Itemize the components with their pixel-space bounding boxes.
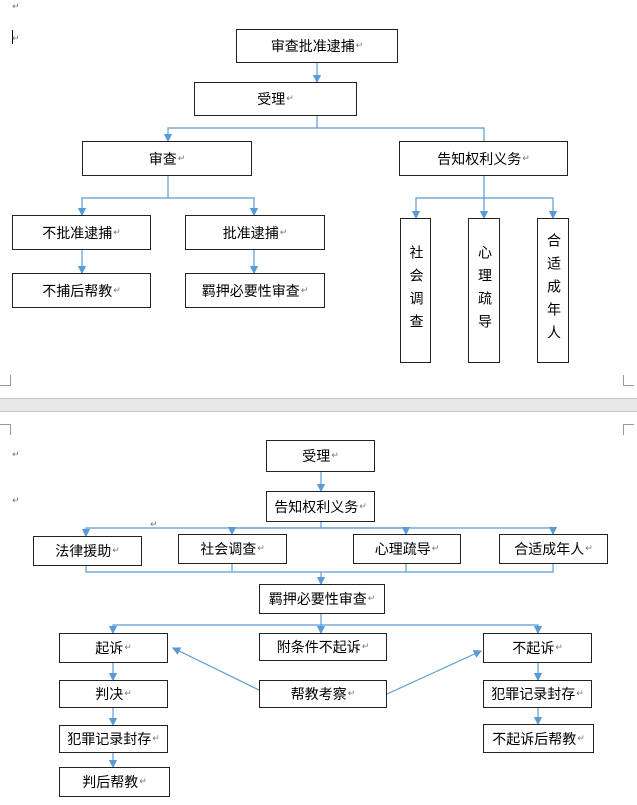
paragraph-mark: ↵ [12, 2, 20, 12]
accept-label-2: 受理 [302, 449, 331, 465]
page-corner-mark [0, 424, 11, 435]
detention-review-box: 羁押必要性审查↵ [185, 273, 325, 308]
accept-box: 受理↵ [194, 82, 357, 116]
adult-present-label: 合适成年人 [545, 233, 561, 348]
inform-rights-box: 告知权利义务↵ [399, 141, 568, 176]
judgment-box: 判决↵ [59, 680, 168, 708]
seal-record-right-label: 犯罪记录封存 [491, 687, 576, 703]
probation-help-box: 帮教考察↵ [259, 680, 387, 708]
psych-counsel-label-2: 心理疏导 [374, 542, 431, 558]
detention-review-label: 羁押必要性审查 [201, 283, 300, 300]
review-box: 审查↵ [82, 141, 252, 176]
document-page-1: ↵ ↵ 审查批准逮捕↵ 受理↵ 审查↵ 告知权利义务↵ 不批 [0, 0, 637, 398]
detention-review-box-2: 羁押必要性审查↵ [259, 584, 385, 614]
approve-arrest-label: 审查批准逮捕 [270, 39, 355, 55]
help-after-judgment-label: 判后帮教 [82, 775, 139, 791]
help-after-non-prosecute-label: 不起诉后帮教 [492, 731, 577, 748]
inform-rights-box-2: 告知权利义务↵ [266, 491, 375, 522]
paragraph-mark: ↵ [12, 34, 20, 44]
legal-aid-label: 法律援助 [55, 544, 112, 560]
prosecute-box: 起诉↵ [59, 633, 168, 663]
seal-record-right-box: 犯罪记录封存↵ [483, 680, 592, 708]
prosecute-label: 起诉 [95, 641, 124, 657]
approve-arrest-box: 审查批准逮捕↵ [236, 29, 398, 63]
adult-present-box-2: 合适成年人↵ [499, 534, 608, 564]
help-after-not-arrest-box: 不捕后帮教↵ [12, 273, 151, 308]
non-prosecute-label: 不起诉 [512, 641, 555, 657]
help-after-judgment-box: 判后帮教↵ [59, 767, 170, 797]
approve-box: 批准逮捕↵ [185, 215, 325, 250]
help-after-non-prosecute-box: 不起诉后帮教↵ [483, 724, 594, 753]
social-survey-box-2: 社会调查↵ [178, 534, 287, 564]
review-label: 审查 [148, 151, 177, 168]
adult-present-label-2: 合适成年人 [514, 542, 585, 558]
page-corner-mark [0, 375, 11, 386]
adult-present-box: 合适成年人 [537, 218, 569, 363]
social-survey-box: 社会调查 [400, 218, 431, 363]
text-cursor [12, 30, 13, 44]
accept-label: 受理 [257, 92, 286, 108]
non-prosecute-box: 不起诉↵ [483, 633, 592, 663]
page-separator [0, 398, 637, 412]
inform-rights-label-2: 告知权利义务 [274, 499, 359, 516]
paragraph-mark: ↵ [150, 520, 158, 530]
probation-help-label: 帮教考察 [290, 687, 347, 703]
help-after-not-arrest-label: 不捕后帮教 [42, 283, 113, 300]
social-survey-label: 社会调查 [407, 244, 424, 337]
psych-counsel-box-2: 心理疏导↵ [353, 534, 461, 564]
inform-rights-label: 告知权利义务 [437, 151, 522, 168]
accept-box-2: 受理↵ [266, 440, 375, 472]
conditional-non-prosecute-box: 附条件不起诉↵ [259, 633, 387, 661]
paragraph-mark: ↵ [12, 450, 20, 460]
paragraph-mark: ↵ [12, 496, 20, 506]
psych-counsel-box: 心理疏导 [468, 218, 500, 363]
seal-record-left-label: 犯罪记录封存 [67, 732, 152, 748]
not-approve-arrest-label: 不批准逮捕 [42, 225, 113, 242]
conditional-non-prosecute-label: 附条件不起诉 [276, 640, 361, 656]
psych-counsel-label: 心理疏导 [476, 244, 492, 337]
approve-label: 批准逮捕 [222, 225, 279, 242]
document-page-2: ↵ ↵ ↵ [0, 412, 637, 805]
not-approve-arrest-box: 不批准逮捕↵ [12, 215, 151, 250]
page-corner-mark [623, 375, 634, 386]
detention-review-label-2: 羁押必要性审查 [268, 592, 367, 608]
legal-aid-box: 法律援助↵ [33, 536, 142, 566]
page-corner-mark [623, 424, 634, 435]
seal-record-left-box: 犯罪记录封存↵ [59, 725, 168, 753]
social-survey-label-2: 社会调查 [200, 542, 257, 558]
judgment-label: 判决 [95, 687, 124, 703]
